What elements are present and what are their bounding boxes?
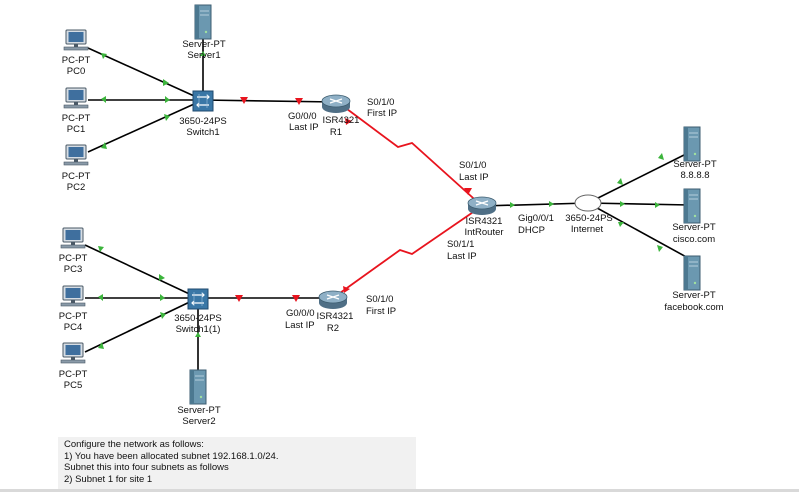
cisco-server-type-label: Server-PT	[672, 222, 715, 233]
int-s1-port-label: S0/1/1	[447, 239, 474, 250]
pc2-name-label: PC2	[67, 182, 85, 193]
router-icon[interactable]	[318, 290, 348, 310]
pc-icon[interactable]	[60, 227, 86, 249]
instruction-line: Subnet this into four subnets as follows	[64, 462, 229, 474]
int-s1-ip-label: Last IP	[447, 251, 477, 262]
r1-s0-ip-label: First IP	[367, 108, 397, 119]
switch-icon[interactable]	[187, 288, 209, 310]
r2-g0-ip-label: Last IP	[285, 320, 315, 331]
server-icon[interactable]	[189, 369, 207, 405]
pc1-type-label: PC-PT	[62, 113, 91, 124]
server1-name-label: Server1	[187, 50, 220, 61]
instruction-note: Configure the network as follows: 1) You…	[58, 437, 416, 489]
switch1-type-label: 3650-24PS	[179, 116, 227, 127]
int-s0-port-label: S0/1/0	[459, 160, 486, 171]
r1-type-label: ISR4321	[323, 115, 360, 126]
server-icon[interactable]	[683, 126, 701, 162]
r1-g0-ip-label: Last IP	[289, 122, 319, 133]
pc3-type-label: PC-PT	[59, 253, 88, 264]
r2-name-label: R2	[327, 323, 339, 334]
server2-name-label: Server2	[182, 416, 215, 427]
r2-s0-ip-label: First IP	[366, 306, 396, 317]
switch-icon[interactable]	[192, 90, 214, 112]
int-g-ip-label: DHCP	[518, 225, 545, 236]
instruction-line: 1) You have been allocated subnet 192.16…	[64, 450, 279, 462]
pc2-type-label: PC-PT	[62, 171, 91, 182]
pc-icon[interactable]	[63, 144, 89, 166]
pc0-type-label: PC-PT	[62, 55, 91, 66]
server1-type-label: Server-PT	[182, 39, 225, 50]
pc5-type-label: PC-PT	[59, 369, 88, 380]
internet-cloud-icon[interactable]	[574, 194, 602, 212]
internet-type-label: 3650-24PS	[565, 213, 613, 224]
server2-type-label: Server-PT	[177, 405, 220, 416]
switch2-name-label: Switch1(1)	[176, 324, 221, 335]
switch2-type-label: 3650-24PS	[174, 313, 222, 324]
pc-icon[interactable]	[60, 285, 86, 307]
ethernet-links	[84, 30, 691, 372]
r2-g0-port-label: G0/0/0	[286, 308, 315, 319]
instruction-line: Configure the network as follows:	[64, 439, 204, 450]
r2-s0-port-label: S0/1/0	[366, 294, 393, 305]
int-g-port-label: Gig0/0/1	[518, 213, 554, 224]
server-icon[interactable]	[683, 255, 701, 291]
pc5-name-label: PC5	[64, 380, 82, 391]
instruction-line: 2) Subnet 1 for site 1	[64, 473, 153, 485]
facebook-server-name-label: facebook.com	[664, 302, 723, 313]
pc-icon[interactable]	[63, 29, 89, 51]
server-icon[interactable]	[683, 188, 701, 224]
bottom-scrollbar[interactable]	[0, 489, 799, 492]
int-s0-ip-label: Last IP	[459, 172, 489, 183]
internet-name-label: Internet	[571, 224, 604, 235]
switch1-name-label: Switch1	[186, 127, 219, 138]
introuter-type-label: ISR4321	[466, 216, 503, 227]
dns-server-type-label: Server-PT	[673, 159, 716, 170]
r1-name-label: R1	[330, 127, 342, 138]
cisco-server-name-label: cisco.com	[673, 234, 715, 245]
pc1-name-label: PC1	[67, 124, 85, 135]
link-status-markers	[98, 51, 664, 349]
router-icon[interactable]	[321, 94, 351, 114]
r1-g0-port-label: G0/0/0	[288, 111, 317, 122]
server-icon[interactable]	[194, 4, 212, 40]
pc4-type-label: PC-PT	[59, 311, 88, 322]
introuter-name-label: IntRouter	[464, 227, 503, 238]
facebook-server-type-label: Server-PT	[672, 290, 715, 301]
dns-server-name-label: 8.8.8.8	[680, 170, 709, 181]
serial-links	[332, 108, 483, 299]
r1-s0-port-label: S0/1/0	[367, 97, 394, 108]
pc-icon[interactable]	[60, 342, 86, 364]
pc3-name-label: PC3	[64, 264, 82, 275]
pc4-name-label: PC4	[64, 322, 82, 333]
router-icon[interactable]	[467, 196, 497, 216]
pc0-name-label: PC0	[67, 66, 85, 77]
r2-type-label: ISR4321	[317, 311, 354, 322]
pc-icon[interactable]	[63, 87, 89, 109]
